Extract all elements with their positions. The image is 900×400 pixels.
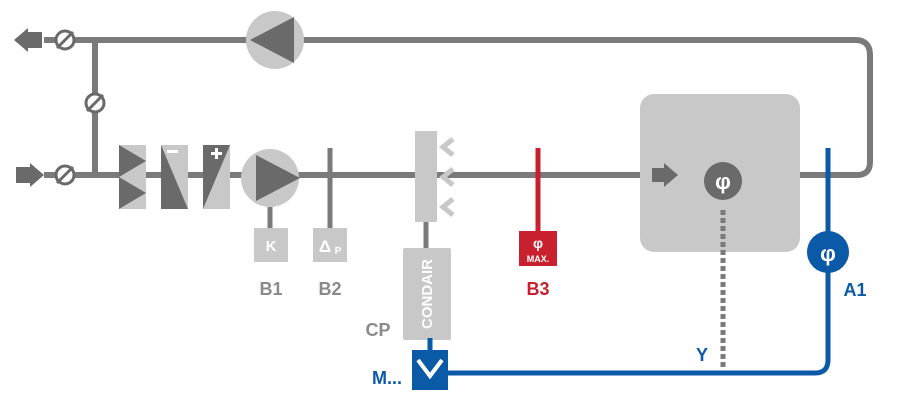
damper-icon [54, 29, 76, 51]
b3-box-text: MAX. [527, 254, 550, 264]
a1-symbol: φ [820, 241, 836, 266]
fan-icon [246, 11, 304, 69]
nozzle-icon [438, 137, 455, 217]
damper-icon [54, 164, 76, 186]
b1-box-text: K [266, 238, 277, 255]
a1-label: A1 [843, 280, 866, 300]
motor-box [412, 350, 448, 390]
humidifier-text: CONDAIR [419, 259, 436, 329]
a1-humidity-controller [807, 231, 849, 273]
damper-icon [84, 92, 106, 114]
arrow-left-icon [14, 28, 42, 52]
room-sensor-symbol: φ [715, 169, 731, 194]
filter-icon [119, 145, 146, 209]
b1-box [254, 228, 288, 262]
nozzle-body [415, 131, 437, 222]
b1-label: B1 [259, 279, 282, 299]
cooler-icon [161, 145, 188, 209]
arrow-right-icon [16, 163, 44, 187]
b2-box [313, 228, 347, 262]
b3-box-symbol: φ [533, 235, 543, 251]
b3-label: B3 [526, 279, 549, 299]
arrow-right-icon [652, 163, 678, 187]
room-humidity-sensor [704, 162, 742, 200]
motor-label: M... [372, 368, 402, 388]
heater-icon [203, 145, 230, 209]
return-duct [44, 37, 873, 178]
b2-box-subtext: P [335, 246, 342, 257]
fan-icon [241, 149, 300, 207]
b2-box-text: Δ [319, 237, 331, 256]
motor-chevron [416, 358, 444, 380]
humidifier-label: CP [365, 320, 390, 340]
signal-label: Y [696, 345, 708, 365]
control-loop [446, 148, 831, 376]
b2-label: B2 [318, 279, 341, 299]
humidifier-unit [403, 248, 451, 340]
b3-box [519, 231, 557, 266]
